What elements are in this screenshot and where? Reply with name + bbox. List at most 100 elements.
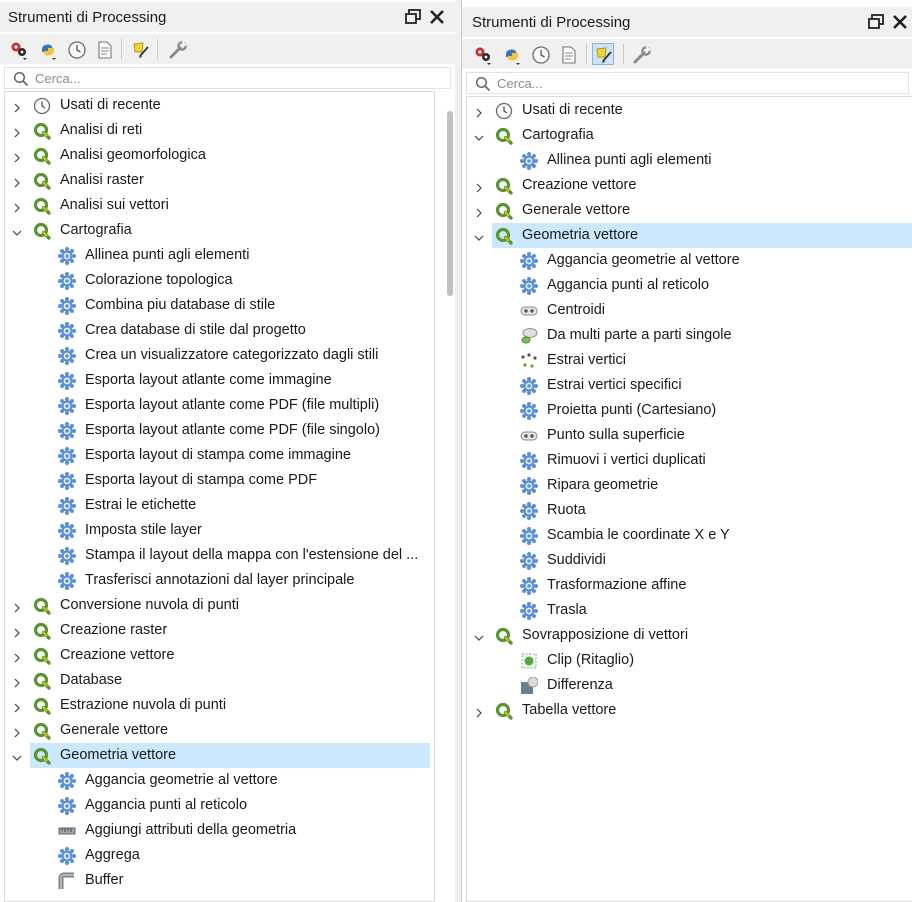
tree-group-analisi-geomorfologica[interactable]: Analisi geomorfologica [5, 143, 434, 168]
chevron-right-icon[interactable] [474, 106, 484, 118]
undock-icon[interactable] [867, 13, 885, 31]
tree-algorithm-stampa-il-layout-della-mappa-con-l-estensione-del[interactable]: Stampa il layout della mappa con l'esten… [5, 543, 434, 568]
scrollbar-thumb[interactable] [447, 111, 453, 296]
chevron-down-icon[interactable] [12, 751, 22, 761]
models-button[interactable] [471, 43, 493, 65]
tree-algorithm-aggancia-punti-al-reticolo[interactable]: Aggancia punti al reticolo [467, 273, 912, 298]
results-button[interactable] [557, 43, 579, 65]
tree-algorithm-aggancia-geometrie-al-vettore[interactable]: Aggancia geometrie al vettore [5, 768, 434, 793]
tree-algorithm-da-multi-parte-a-parti-singole[interactable]: Da multi parte a parti singole [467, 323, 912, 348]
tree-group-analisi-raster[interactable]: Analisi raster [5, 168, 434, 193]
tree-group-sovrapposizione-di-vettori[interactable]: Sovrapposizione di vettori [467, 623, 912, 648]
tree-algorithm-combina-piu-database-di-stile[interactable]: Combina piu database di stile [5, 293, 434, 318]
tree-algorithm-ripara-geometrie[interactable]: Ripara geometrie [467, 473, 912, 498]
chevron-right-icon[interactable] [12, 651, 22, 663]
tree-group-database[interactable]: Database [5, 668, 434, 693]
close-icon[interactable] [428, 8, 446, 26]
chevron-down-icon[interactable] [474, 231, 484, 241]
chevron-right-icon[interactable] [12, 701, 22, 713]
tree-algorithm-clip-ritaglio[interactable]: Clip (Ritaglio) [467, 648, 912, 673]
panel-splitter[interactable] [455, 0, 461, 902]
tree-algorithm-trasferisci-annotazioni-dal-layer-principale[interactable]: Trasferisci annotazioni dal layer princi… [5, 568, 434, 593]
tree-algorithm-scambia-le-coordinate-x-e-y[interactable]: Scambia le coordinate X e Y [467, 523, 912, 548]
tree-algorithm-esporta-layout-atlante-come-immagine[interactable]: Esporta layout atlante come immagine [5, 368, 434, 393]
chevron-right-icon[interactable] [12, 201, 22, 213]
tree-algorithm-trasformazione-affine[interactable]: Trasformazione affine [467, 573, 912, 598]
chevron-right-icon[interactable] [474, 206, 484, 218]
tree-algorithm-esporta-layout-di-stampa-come-pdf[interactable]: Esporta layout di stampa come PDF [5, 468, 434, 493]
tree-algorithm-esporta-layout-di-stampa-come-immagine[interactable]: Esporta layout di stampa come immagine [5, 443, 434, 468]
close-icon[interactable] [891, 13, 909, 31]
tree-group-analisi-sui-vettori[interactable]: Analisi sui vettori [5, 193, 434, 218]
tree-algorithm-suddividi[interactable]: Suddividi [467, 548, 912, 573]
tree-group-conversione-nuvola-di-punti[interactable]: Conversione nuvola di punti [5, 593, 434, 618]
tree-group-tabella-vettore[interactable]: Tabella vettore [467, 698, 912, 723]
python-button[interactable] [500, 43, 522, 65]
tree-algorithm-esporta-layout-atlante-come-pdf-file-multipli[interactable]: Esporta layout atlante come PDF (file mu… [5, 393, 434, 418]
python-button[interactable] [36, 38, 58, 60]
tree-group-generale-vettore[interactable]: Generale vettore [5, 718, 434, 743]
tree-algorithm-centroidi[interactable]: Centroidi [467, 298, 912, 323]
search-input[interactable] [35, 70, 315, 86]
chevron-right-icon[interactable] [12, 151, 22, 163]
tree-algorithm-trasla[interactable]: Trasla [467, 598, 912, 623]
tree-algorithm-punto-sulla-superficie[interactable]: Punto sulla superficie [467, 423, 912, 448]
tree-group-geometria-vettore[interactable]: Geometria vettore [474, 223, 912, 248]
tree-group-cartografia[interactable]: Cartografia [5, 218, 434, 243]
tree-algorithm-esporta-layout-atlante-come-pdf-file-singolo[interactable]: Esporta layout atlante come PDF (file si… [5, 418, 434, 443]
undock-icon[interactable] [404, 8, 422, 26]
tree-group-geometria-vettore[interactable]: Geometria vettore [12, 743, 430, 768]
tree-algorithm-rimuovi-i-vertici-duplicati[interactable]: Rimuovi i vertici duplicati [467, 448, 912, 473]
tree-algorithm-colorazione-topologica[interactable]: Colorazione topologica [5, 268, 434, 293]
chevron-down-icon[interactable] [12, 226, 22, 236]
tree-algorithm-estrai-vertici[interactable]: Estrai vertici [467, 348, 912, 373]
chevron-right-icon[interactable] [12, 176, 22, 188]
options-button[interactable] [630, 43, 652, 65]
options-button[interactable] [166, 38, 188, 60]
models-button[interactable] [7, 38, 29, 60]
chevron-right-icon[interactable] [474, 706, 484, 718]
tree-group-creazione-vettore[interactable]: Creazione vettore [467, 173, 912, 198]
tree-algorithm-aggancia-punti-al-reticolo[interactable]: Aggancia punti al reticolo [5, 793, 434, 818]
chevron-right-icon[interactable] [12, 601, 22, 613]
tree-algorithm-aggancia-geometrie-al-vettore[interactable]: Aggancia geometrie al vettore [467, 248, 912, 273]
history-button[interactable] [529, 43, 551, 65]
tree-group-usati-di-recente[interactable]: Usati di recente [467, 98, 912, 123]
tree-group-usati-di-recente[interactable]: Usati di recente [5, 93, 434, 118]
chevron-right-icon[interactable] [12, 101, 22, 113]
chevron-right-icon[interactable] [474, 181, 484, 193]
tree-group-creazione-vettore[interactable]: Creazione vettore [5, 643, 434, 668]
edit-in-place-button[interactable] [592, 43, 614, 65]
tree-scrollbar[interactable] [446, 91, 453, 902]
search-box[interactable] [466, 72, 909, 94]
search-box[interactable] [4, 67, 451, 89]
tree-algorithm-estrai-vertici-specifici[interactable]: Estrai vertici specifici [467, 373, 912, 398]
tree-group-cartografia[interactable]: Cartografia [467, 123, 912, 148]
chevron-right-icon[interactable] [12, 626, 22, 638]
history-button[interactable] [65, 38, 87, 60]
tree-algorithm-allinea-punti-agli-elementi[interactable]: Allinea punti agli elementi [467, 148, 912, 173]
tree-algorithm-estrai-le-etichette[interactable]: Estrai le etichette [5, 493, 434, 518]
tree-algorithm-crea-un-visualizzatore-categorizzato-dagli-stili[interactable]: Crea un visualizzatore categorizzato dag… [5, 343, 434, 368]
chevron-down-icon[interactable] [474, 631, 484, 641]
results-button[interactable] [93, 38, 115, 60]
tree-algorithm-crea-database-di-stile-dal-progetto[interactable]: Crea database di stile dal progetto [5, 318, 434, 343]
tree-group-analisi-di-reti[interactable]: Analisi di reti [5, 118, 434, 143]
tree-algorithm-allinea-punti-agli-elementi[interactable]: Allinea punti agli elementi [5, 243, 434, 268]
tree-algorithm-differenza[interactable]: Differenza [467, 673, 912, 698]
search-input[interactable] [497, 75, 777, 91]
tree-group-creazione-raster[interactable]: Creazione raster [5, 618, 434, 643]
chevron-right-icon[interactable] [12, 676, 22, 688]
tree-algorithm-proietta-punti-cartesiano[interactable]: Proietta punti (Cartesiano) [467, 398, 912, 423]
tree-group-estrazione-nuvola-di-punti[interactable]: Estrazione nuvola di punti [5, 693, 434, 718]
tree-algorithm-imposta-stile-layer[interactable]: Imposta stile layer [5, 518, 434, 543]
tree-algorithm-ruota[interactable]: Ruota [467, 498, 912, 523]
tree-group-generale-vettore[interactable]: Generale vettore [467, 198, 912, 223]
chevron-right-icon[interactable] [12, 726, 22, 738]
tree-algorithm-aggrega[interactable]: Aggrega [5, 843, 434, 868]
chevron-right-icon[interactable] [12, 126, 22, 138]
tree-algorithm-buffer[interactable]: Buffer [5, 868, 434, 893]
chevron-down-icon[interactable] [474, 131, 484, 141]
